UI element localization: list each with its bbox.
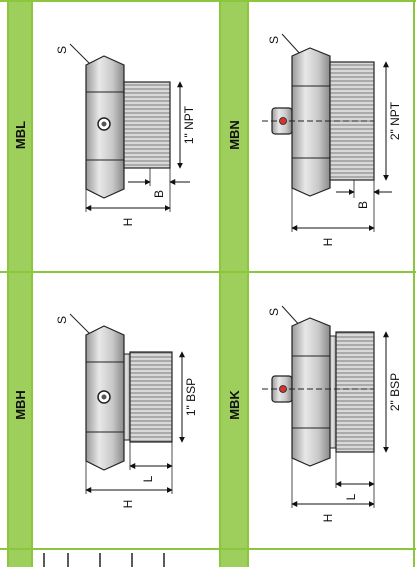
mbn-h-label: H [321, 238, 335, 247]
hex-nut-icon [291, 47, 331, 197]
model-label-mbk: MBK [227, 390, 242, 420]
middle-model-band [220, 0, 248, 567]
mbl-s-label: S [55, 46, 69, 54]
model-label-mbh: MBH [13, 390, 28, 420]
fitting-drawing-mbh: S 1" BSP L H [55, 313, 198, 509]
bottom-strip-ticks [43, 553, 165, 567]
left-model-band [8, 0, 32, 567]
threaded-shank-icon [123, 81, 171, 169]
fitting-drawing-mbk: S 2" BSP L H [262, 305, 402, 523]
mbn-s-label: S [267, 36, 281, 44]
mbh-h-label: H [121, 500, 135, 509]
model-label-mbl: MBL [13, 121, 28, 149]
mbh-thread-label: 1" BSP [184, 378, 198, 416]
mbh-l-label: L [141, 475, 155, 482]
mbn-b-label: B [356, 201, 370, 209]
mbk-thread-label: 2" BSP [388, 373, 402, 411]
mbl-thread-label: 1" NPT [182, 105, 196, 144]
mbn-thread-label: 2" NPT [388, 101, 402, 140]
mbk-l-label: L [344, 493, 358, 500]
fitting-drawing-mbn: S 2" NPT B H [262, 33, 402, 247]
mbk-s-label: S [267, 308, 281, 316]
mbh-s-label: S [55, 316, 69, 324]
fitting-drawing-mbl: S 1" NPT B H [55, 43, 196, 227]
hex-nut-icon [291, 317, 331, 467]
threaded-shank-icon [335, 331, 375, 453]
threaded-shank-icon [129, 351, 173, 443]
mbl-b-label: B [152, 190, 166, 198]
mbk-h-label: H [321, 514, 335, 523]
mbl-h-label: H [121, 218, 135, 227]
model-label-mbn: MBN [227, 120, 242, 150]
